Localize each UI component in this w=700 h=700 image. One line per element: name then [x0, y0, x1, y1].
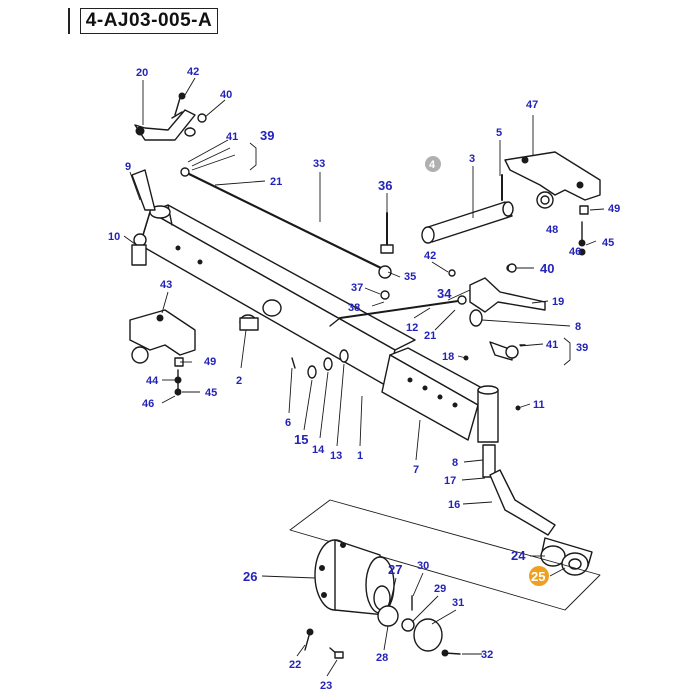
- washers: [291, 349, 349, 379]
- callout-labels: 20 42 40 41 39 9 33 21 4 3 5 47 49 48 45…: [108, 66, 620, 692]
- bushings: [239, 299, 282, 331]
- callout-45-b: 45: [205, 387, 217, 399]
- callout-43: 43: [160, 279, 172, 291]
- callout-28: 28: [376, 652, 388, 664]
- tie-rod: [329, 295, 467, 327]
- callout-4: 4: [429, 159, 436, 171]
- callout-18: 18: [442, 351, 454, 363]
- diagram-code: 4-AJ03-005-A: [80, 8, 218, 34]
- callout-26: 26: [243, 569, 257, 584]
- callout-41: 41: [226, 131, 238, 143]
- title-divider: [68, 8, 70, 34]
- callout-19: 19: [552, 296, 564, 308]
- drag-link: [180, 167, 392, 279]
- callout-47: 47: [526, 99, 538, 111]
- callout-5: 5: [496, 127, 502, 139]
- callout-41-b: 41: [546, 339, 558, 351]
- callout-1: 1: [357, 450, 363, 462]
- callout-31: 31: [452, 597, 464, 609]
- callout-12: 12: [406, 322, 418, 334]
- right-steering-arm: [469, 264, 546, 327]
- hub-boundary: [289, 499, 601, 611]
- front-pivot-bracket: [129, 309, 196, 396]
- callout-6: 6: [285, 417, 291, 429]
- callout-46-b: 46: [142, 398, 154, 410]
- callout-15: 15: [294, 432, 308, 447]
- diagram-code-text: 4-AJ03-005-A: [85, 10, 213, 31]
- callout-36: 36: [378, 178, 392, 193]
- wheel-hub: [314, 539, 443, 652]
- callout-20: 20: [136, 67, 148, 79]
- leader-lines: [123, 77, 605, 677]
- callout-29: 29: [434, 583, 446, 595]
- callout-3: 3: [469, 153, 475, 165]
- callout-49-b: 49: [204, 356, 216, 368]
- callout-10: 10: [108, 231, 120, 243]
- callout-21-b: 21: [424, 330, 436, 342]
- callout-13: 13: [330, 450, 342, 462]
- callout-4-marker: [425, 156, 441, 172]
- callout-32: 32: [481, 649, 493, 661]
- callout-16: 16: [448, 499, 460, 511]
- callout-45: 45: [602, 237, 614, 249]
- tie-rod-end-right: [489, 341, 526, 361]
- callout-8: 8: [575, 321, 581, 333]
- callout-39: 39: [260, 128, 274, 143]
- callout-17: 17: [444, 475, 456, 487]
- callout-14: 14: [312, 444, 325, 456]
- callout-22: 22: [289, 659, 301, 671]
- bracket-fasteners: [578, 205, 589, 256]
- upper-steering-arm: [134, 109, 196, 141]
- callout-39-b: 39: [576, 342, 588, 354]
- callout-7: 7: [413, 464, 419, 476]
- callout-40-b: 40: [540, 261, 554, 276]
- axle-beam: [139, 204, 416, 386]
- callout-11: 11: [533, 399, 545, 411]
- callout-27: 27: [388, 562, 402, 577]
- callout-9: 9: [125, 161, 131, 173]
- callout-48: 48: [546, 224, 558, 236]
- callout-34: 34: [437, 286, 452, 301]
- callout-37: 37: [351, 282, 363, 294]
- callout-35: 35: [404, 271, 416, 283]
- callout-44: 44: [146, 375, 159, 387]
- pivot-pin: [421, 174, 514, 244]
- kingpin-spindle: [477, 385, 593, 576]
- callout-25-marker: [529, 566, 549, 586]
- rear-pivot-bracket: [504, 151, 601, 209]
- callout-46: 46: [569, 246, 581, 258]
- hub-bolts: [304, 595, 461, 659]
- callout-2: 2: [236, 375, 242, 387]
- center-bolt: [380, 212, 394, 254]
- callout-42-b: 42: [424, 250, 436, 262]
- callout-21: 21: [270, 176, 282, 188]
- callout-24: 24: [511, 548, 526, 563]
- callout-42: 42: [187, 66, 199, 78]
- callout-23: 23: [320, 680, 332, 692]
- callout-33: 33: [313, 158, 325, 170]
- callout-40: 40: [220, 89, 232, 101]
- callout-25: 25: [531, 569, 545, 584]
- callout-8-b: 8: [452, 457, 458, 469]
- steering-drop-arm: [131, 169, 156, 266]
- callout-38: 38: [348, 302, 360, 314]
- callout-49: 49: [608, 203, 620, 215]
- callout-30: 30: [417, 560, 429, 572]
